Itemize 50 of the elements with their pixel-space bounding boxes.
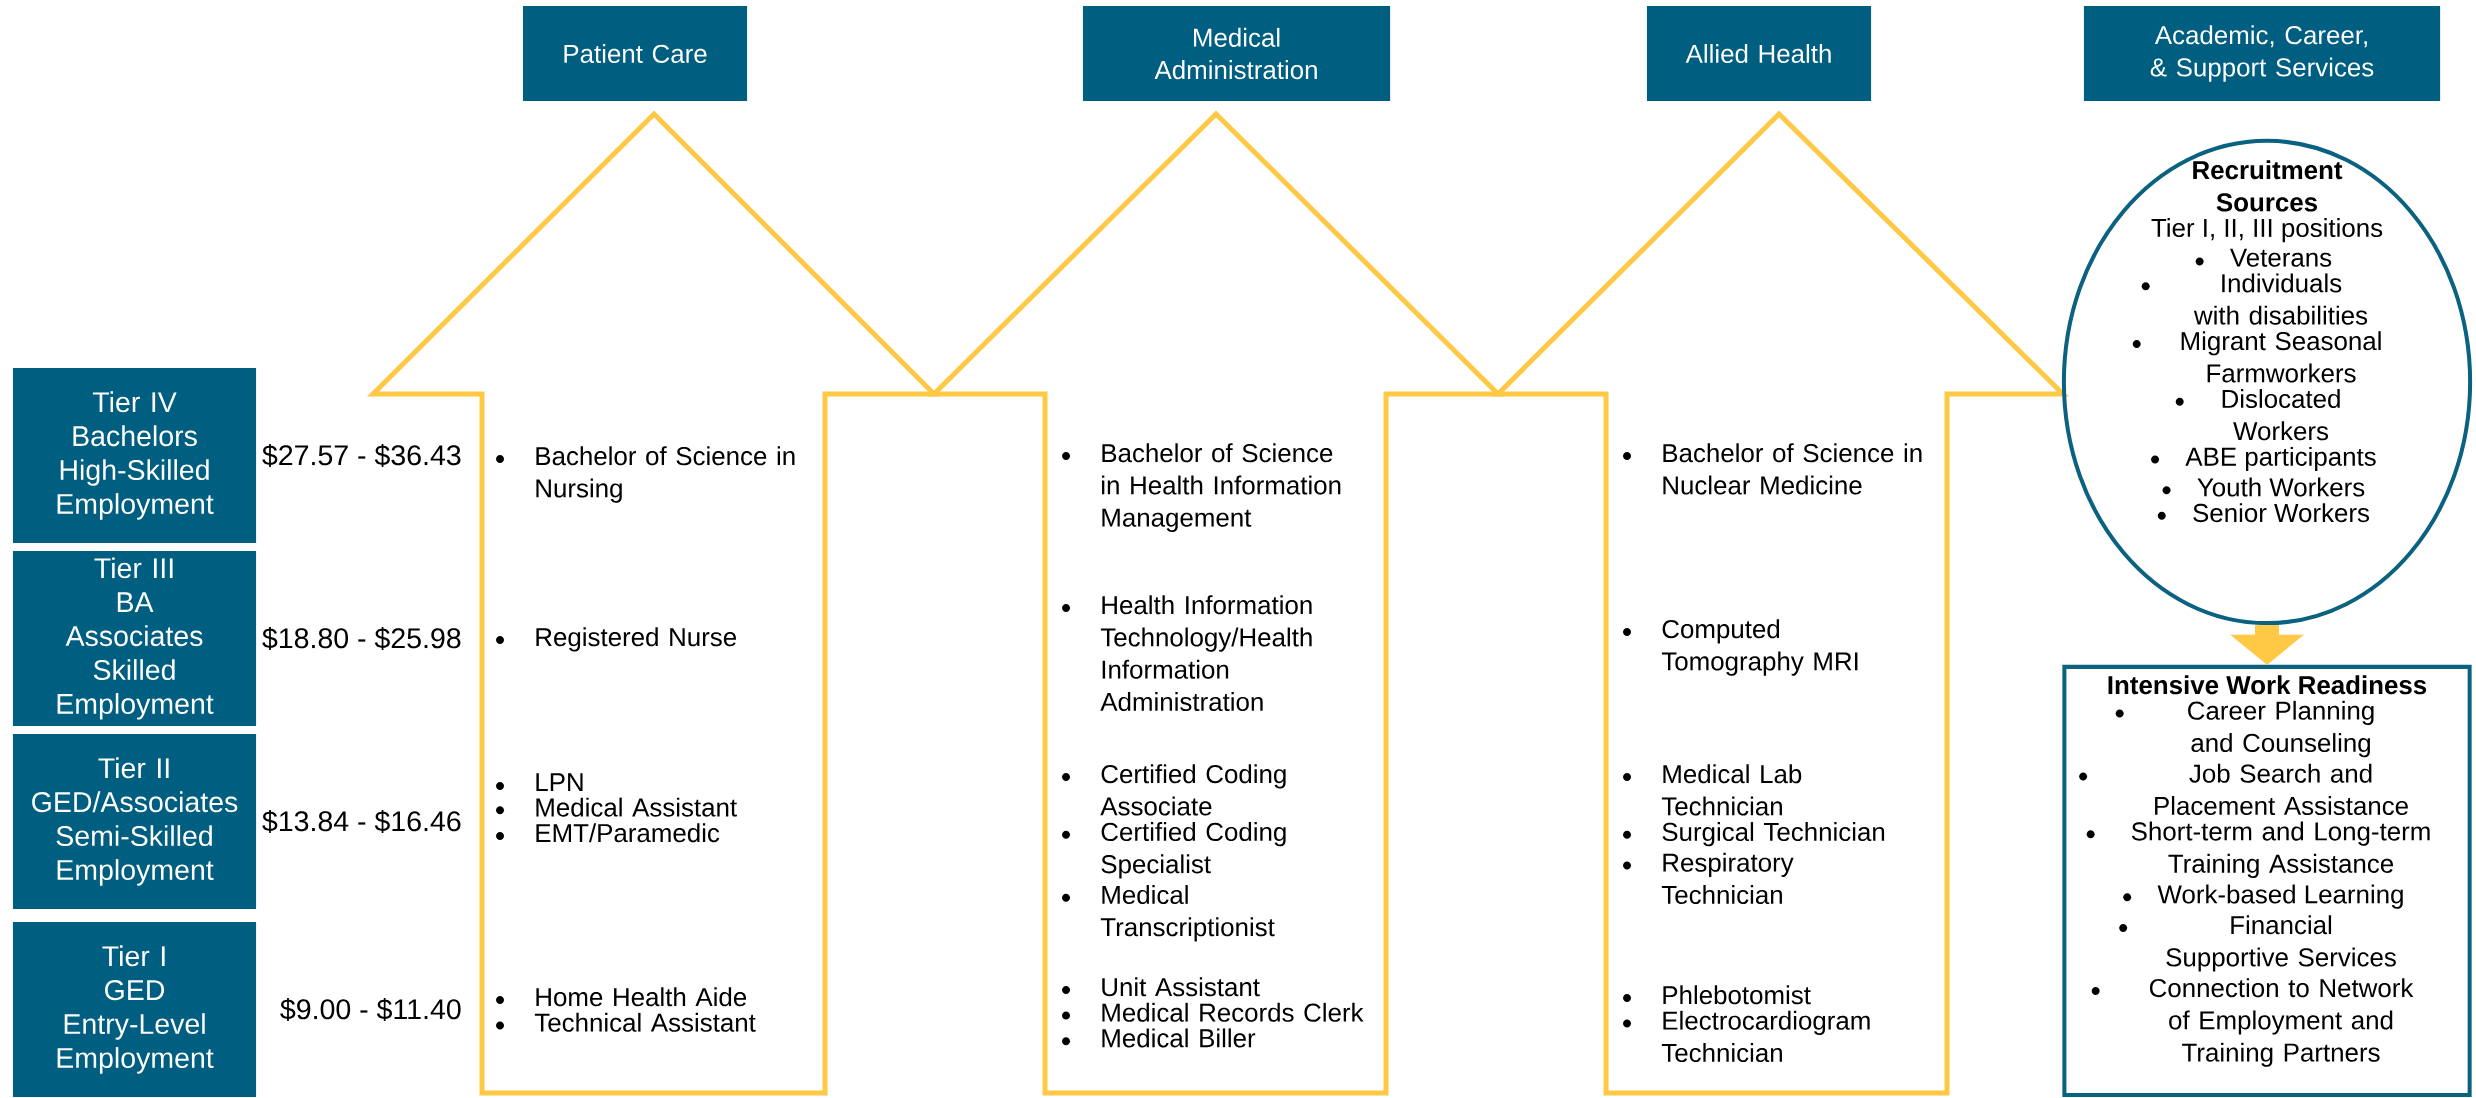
list-item: Technical Assistant — [496, 1012, 756, 1032]
wage-range: $9.00 - $11.40 — [280, 997, 461, 1022]
list-item: Bachelor of Science in Nursing — [496, 446, 795, 503]
list-item: Medical Lab Technician — [1623, 764, 1802, 816]
category-header: Medical Administration — [1082, 5, 1391, 101]
list-item: Short-term and Long-term Training Assistance — [2086, 821, 2430, 878]
list-item: Individuals with disabilities — [2141, 273, 2368, 325]
subheading: Tier I, II, III positions — [2151, 218, 2383, 243]
wage-range: $27.57 - $36.43 — [262, 443, 461, 468]
list-item: Registered Nurse — [496, 627, 736, 652]
category-header: Patient Care — [522, 5, 748, 101]
heading: Intensive Work Readiness — [2108, 675, 2427, 695]
list-item: Health Information Technology/Health Information Administration — [1062, 595, 1312, 712]
tier-box: Tier II GED/Associates Semi-Skilled Employment — [12, 733, 257, 910]
list-item: LPN — [496, 773, 583, 792]
list-item: Respiratory Technician — [1623, 852, 1794, 905]
list-item: ABE participants — [2151, 446, 2376, 471]
list-item: Surgical Technician — [1623, 822, 1885, 847]
tier-box: Tier I GED Entry-Level Employment — [12, 921, 257, 1098]
list-item: Computed Tomography MRI — [1623, 619, 1858, 676]
list-item: Work-based Learning — [2123, 884, 2403, 909]
list-item: Medical Biller — [1062, 1028, 1256, 1048]
list-item: Phlebotomist — [1623, 985, 1811, 1005]
list-item: Electrocardiogram Technician — [1623, 1010, 1870, 1063]
list-item: Medical Records Clerk — [1062, 1002, 1364, 1022]
list-item: Job Search and Placement Assistance — [2079, 763, 2408, 816]
list-item: Medical Assistant — [496, 797, 737, 817]
category-header: Allied Health — [1646, 5, 1872, 101]
list-item: Certified Coding Specialist — [1062, 822, 1286, 879]
list-item: EMT/Paramedic — [496, 823, 720, 843]
list-item: Career Planning and Counseling — [2115, 700, 2374, 758]
heading: Recruitment Sources — [2193, 160, 2343, 212]
list-item: Senior Workers — [2157, 503, 2370, 523]
list-item: Unit Assistant — [1062, 977, 1260, 997]
list-item: Bachelor of Science in Health Information Management — [1062, 443, 1341, 532]
category-header: Academic, Career, & Support Services — [2083, 5, 2441, 101]
list-item: Dislocated Workers — [2175, 389, 2340, 441]
tier-box: Tier III BA Associates Skilled Employment — [12, 550, 257, 727]
list-item: Connection to Network of Employment and Training Partners — [2091, 978, 2414, 1067]
list-item: Financial Supportive Services — [2119, 915, 2396, 972]
list-item: Certified Coding Associate — [1062, 764, 1286, 816]
list-item: Veterans — [2195, 248, 2332, 267]
wage-range: $18.80 - $25.98 — [262, 626, 461, 651]
list-item: Youth Workers — [2162, 477, 2365, 497]
list-item: Home Health Aide — [496, 987, 747, 1007]
list-item: Bachelor of Science in Nuclear Medicine — [1623, 443, 1922, 495]
list-item: Migrant Seasonal Farmworkers — [2132, 331, 2381, 383]
tier-box: Tier IV Bachelors High-Skilled Employment — [12, 367, 257, 544]
list-item: Medical Transcriptionist — [1062, 885, 1275, 942]
wage-range: $13.84 - $16.46 — [262, 809, 461, 834]
